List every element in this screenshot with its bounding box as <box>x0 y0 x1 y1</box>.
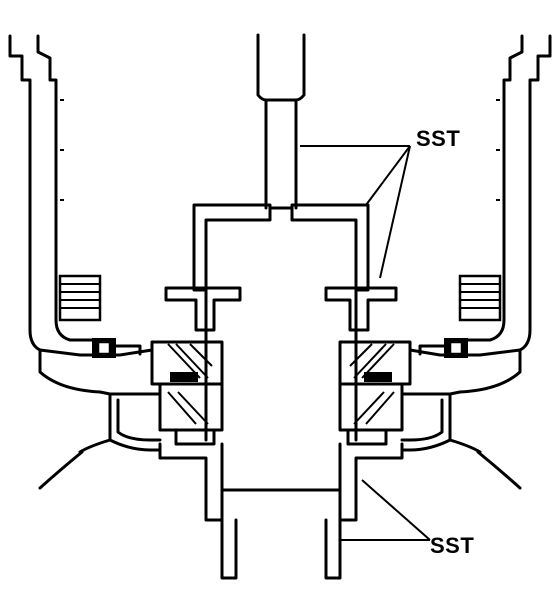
sst-label-top: SST <box>416 126 461 151</box>
left-spacer-plate <box>164 286 242 332</box>
right-spacer-plate <box>324 286 398 332</box>
upper-sst-tool <box>192 203 370 292</box>
left-seal-stack <box>58 274 142 358</box>
leader-lines-top <box>300 145 411 279</box>
left-bearing-assembly <box>150 340 224 446</box>
center-body <box>204 288 358 442</box>
right-seal-stack <box>418 274 502 358</box>
sst-label-bottom: SST <box>430 533 475 558</box>
leader-lines-bottom <box>340 479 431 541</box>
right-housing <box>400 34 552 490</box>
press-ram <box>256 33 306 210</box>
left-housing <box>8 34 162 490</box>
lower-sst-tool <box>158 442 404 580</box>
right-bearing-assembly <box>338 340 412 446</box>
